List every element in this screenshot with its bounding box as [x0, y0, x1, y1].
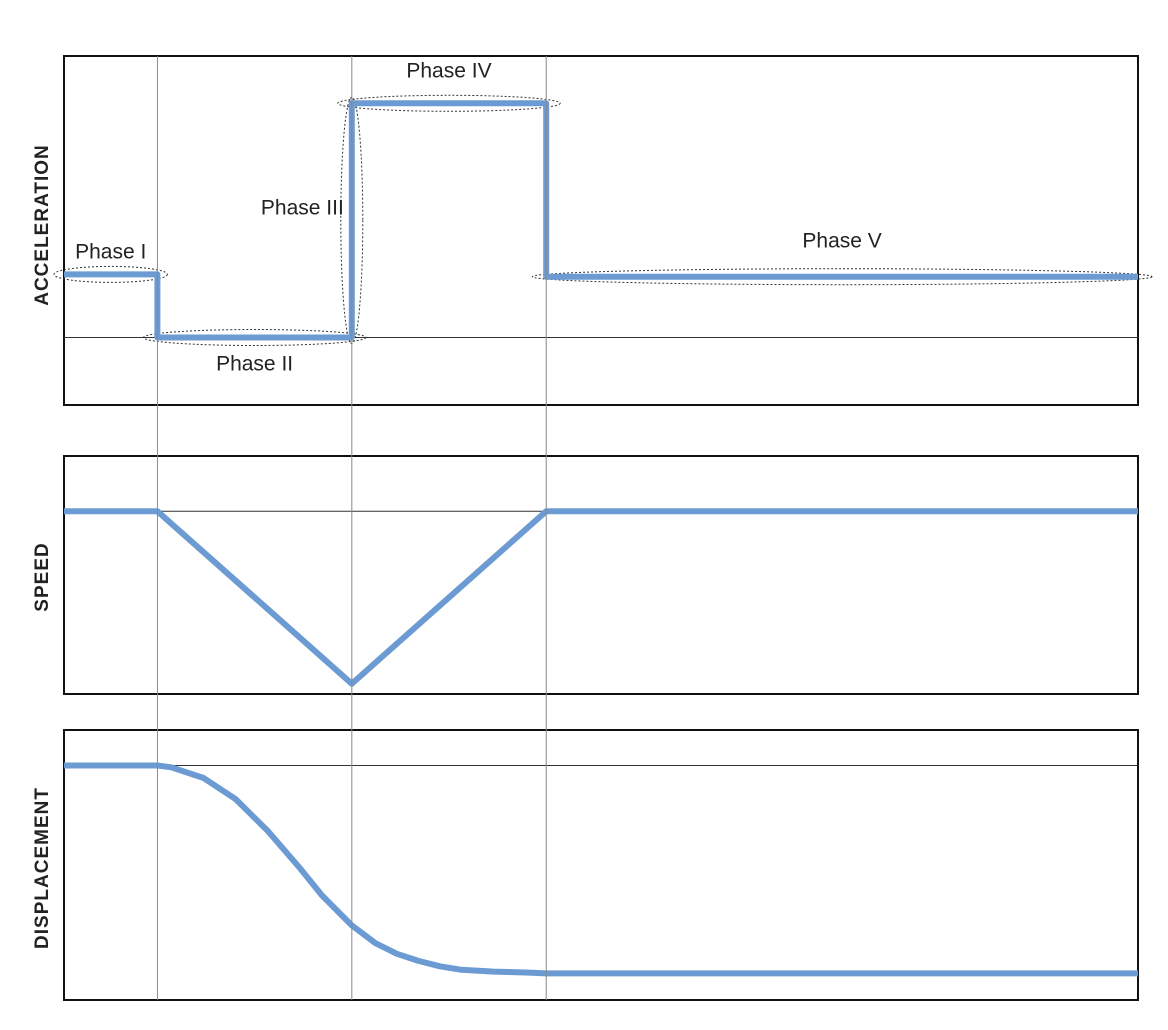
- phase-boundary-lines: [156, 56, 547, 1000]
- speed-panel-frame: [63, 455, 1139, 695]
- phase-3-label: Phase III: [261, 196, 344, 219]
- phase-4-ellipse: [337, 94, 561, 112]
- speed-axis-label: SPEED: [32, 542, 53, 611]
- displacement-axis-label: DISPLACEMENT: [32, 787, 53, 949]
- text-labels: ACCELERATION Phase I Phase II Phase III Phas…: [32, 59, 882, 949]
- acceleration-panel-frame: [63, 55, 1139, 406]
- phase-5-label: Phase V: [802, 230, 881, 253]
- displacement-curve: [64, 762, 1138, 977]
- phase-2-ellipse: [142, 329, 367, 346]
- phase-5-ellipse: [531, 268, 1153, 286]
- acceleration-axis-label: ACCELERATION: [32, 144, 53, 306]
- phase-1-label: Phase I: [75, 240, 146, 263]
- phase-2-label: Phase II: [216, 353, 293, 376]
- phase-4-label: Phase IV: [406, 59, 491, 82]
- displacement-panel-frame: [63, 729, 1139, 1001]
- phase-1-ellipse: [53, 265, 168, 283]
